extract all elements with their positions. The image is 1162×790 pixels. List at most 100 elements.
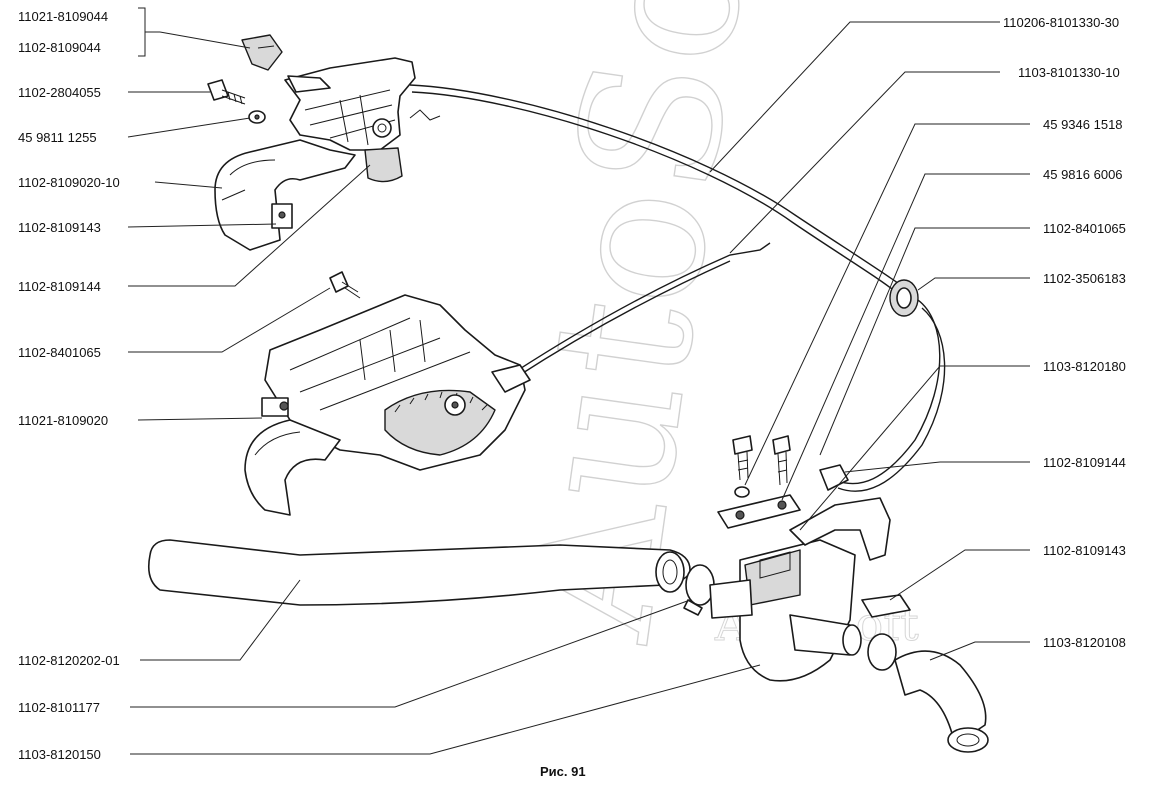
leader-r9 bbox=[889, 549, 1030, 601]
label-1102-8109143-left: 1102-8109143 bbox=[18, 220, 101, 235]
heater-tap-outlet-end bbox=[842, 624, 862, 656]
label-1103-8101330-10: 1103-8101330-10 bbox=[1018, 65, 1120, 80]
lever-boss bbox=[364, 147, 403, 183]
leader-r6 bbox=[917, 277, 1030, 291]
control-unit-ribs bbox=[289, 317, 471, 411]
inlet-hose bbox=[147, 539, 715, 616]
gear-sector bbox=[384, 389, 496, 456]
control-unit bbox=[244, 271, 531, 516]
control-unit-hood-contour bbox=[254, 431, 301, 456]
bracket-l1-l2 bbox=[138, 7, 160, 57]
leader-r10 bbox=[929, 641, 1030, 661]
label-1102-8109144-right: 1102-8109144 bbox=[1043, 455, 1126, 470]
label-11021-8109020: 11021-8109020 bbox=[18, 413, 108, 428]
mounting-plate-hole-1 bbox=[735, 510, 745, 520]
heater-tap-inlet bbox=[709, 579, 753, 619]
upper-lever-assembly bbox=[207, 34, 441, 251]
leader-l11 bbox=[130, 599, 691, 708]
label-1103-8120180: 1103-8120180 bbox=[1043, 359, 1126, 374]
label-45-9346-1518: 45 9346 1518 bbox=[1043, 117, 1123, 132]
heater-tap bbox=[709, 435, 911, 682]
cable-inner-edge bbox=[514, 260, 731, 379]
cable-lower-edge bbox=[837, 307, 946, 492]
bolt-lower-1-head bbox=[732, 435, 753, 455]
cable-inner bbox=[514, 242, 771, 373]
lever-pivot bbox=[372, 118, 392, 138]
label-1102-8401065-left: 1102-8401065 bbox=[18, 345, 101, 360]
outlet-hose bbox=[867, 633, 989, 753]
leader-l6 bbox=[127, 223, 277, 228]
cable-clamp-mid bbox=[491, 364, 531, 393]
bolt-head-upper bbox=[207, 79, 229, 101]
mounting-plate bbox=[717, 494, 801, 529]
leader-r4 bbox=[781, 173, 1030, 501]
control-unit-clamp-bolt bbox=[279, 401, 289, 411]
leader-l9 bbox=[137, 417, 263, 421]
leader-l1 bbox=[159, 31, 251, 49]
lever-knob bbox=[241, 34, 283, 71]
leader-r1 bbox=[709, 21, 1000, 173]
label-1103-8120108: 1103-8120108 bbox=[1043, 635, 1126, 650]
label-1102-8120202-01: 1102-8120202-01 bbox=[18, 653, 120, 668]
outlet-hose-body bbox=[894, 650, 987, 746]
cable-outer-upper bbox=[409, 84, 906, 289]
leader-lines-right bbox=[709, 21, 1030, 661]
leader-r7 bbox=[799, 365, 1030, 531]
cable-lower bbox=[834, 299, 941, 485]
label-1102-8109144-left: 1102-8109144 bbox=[18, 279, 101, 294]
label-1102-8109143-right: 1102-8109143 bbox=[1043, 543, 1126, 558]
labels-left: 11021-8109044 1102-8109044 1102-2804055 … bbox=[18, 9, 120, 762]
leader-l4 bbox=[127, 117, 251, 138]
label-1102-3506183: 1102-3506183 bbox=[1043, 271, 1126, 286]
washer-lower bbox=[734, 486, 750, 498]
heater-tap-lever bbox=[789, 497, 891, 561]
inlet-hose-end bbox=[655, 551, 685, 593]
leader-r3 bbox=[744, 123, 1030, 486]
lever-bracket bbox=[284, 57, 416, 151]
lever-pivot-hole bbox=[377, 123, 387, 133]
inlet-hose-bore bbox=[662, 559, 678, 585]
label-45-9811-1255: 45 9811 1255 bbox=[18, 130, 97, 145]
bolt-lower-2-thread bbox=[777, 451, 788, 486]
hose-clamp-right bbox=[867, 633, 897, 671]
spring-clip-upper bbox=[409, 109, 441, 121]
leader-r2 bbox=[729, 71, 1000, 254]
label-45-9816-6006: 45 9816 6006 bbox=[1043, 167, 1123, 182]
clip-upper-hole bbox=[278, 211, 286, 219]
label-1102-8109044: 1102-8109044 bbox=[18, 40, 101, 55]
washer-upper-hole bbox=[254, 114, 260, 120]
leader-l7 bbox=[128, 164, 371, 287]
labels-right: 110206-8101330-30 1103-8101330-10 45 934… bbox=[1003, 15, 1126, 650]
label-11021-8109044: 11021-8109044 bbox=[18, 9, 108, 24]
leader-r5 bbox=[819, 227, 1030, 456]
screw-mid-thread bbox=[341, 281, 361, 299]
bolt-lower-2-head bbox=[772, 435, 791, 455]
label-1102-8101177: 1102-8101177 bbox=[18, 700, 100, 715]
housing-cover bbox=[214, 139, 356, 251]
bolt-lower-1-thread bbox=[737, 451, 749, 481]
label-1102-2804055: 1102-2804055 bbox=[18, 85, 101, 100]
label-110206-8101330-30: 110206-8101330-30 bbox=[1003, 15, 1119, 30]
cable-clamp-lower bbox=[819, 464, 849, 491]
leader-r8 bbox=[844, 461, 1030, 473]
outlet-hose-bore bbox=[956, 733, 980, 747]
screw-mid-head bbox=[329, 271, 349, 293]
label-1103-8120150: 1103-8120150 bbox=[18, 747, 101, 762]
mounting-plate-hole-2 bbox=[777, 500, 787, 510]
lever-bracket-ribs bbox=[304, 89, 396, 146]
cables bbox=[409, 84, 946, 492]
hose-clamp-left-screw bbox=[683, 599, 703, 616]
housing-cover-contour bbox=[221, 159, 276, 201]
lever-arm bbox=[287, 75, 331, 93]
leader-lines-left bbox=[127, 7, 761, 755]
cable-outer-upper-edge bbox=[411, 91, 901, 296]
heater-tap-window bbox=[759, 551, 791, 579]
gear-pinion-hub bbox=[451, 401, 459, 409]
grommet-inner bbox=[896, 287, 912, 309]
leader-l8 bbox=[128, 287, 331, 353]
figure-caption: Рис. 91 bbox=[540, 764, 586, 779]
clip-lower bbox=[861, 594, 911, 618]
label-1102-8109020-10: 1102-8109020-10 bbox=[18, 175, 120, 190]
